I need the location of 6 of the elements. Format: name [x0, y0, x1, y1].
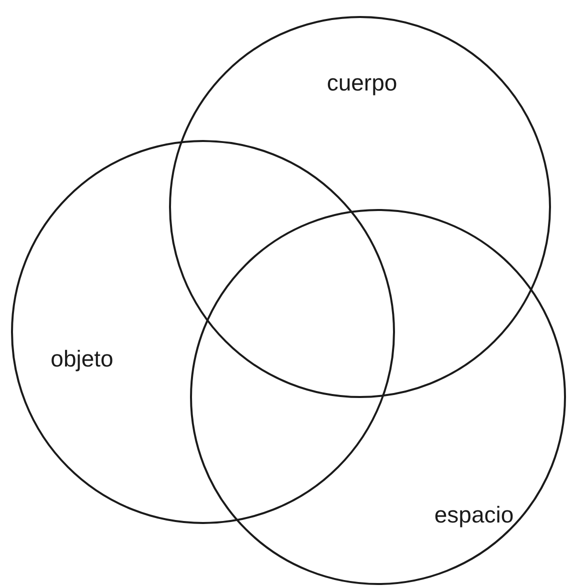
set-label: objeto	[50, 346, 114, 372]
set-label: cuerpo	[326, 70, 398, 96]
set-label: espacio	[434, 502, 514, 528]
venn-circle	[11, 140, 395, 524]
venn-circle	[169, 16, 551, 398]
venn-circle	[190, 209, 566, 585]
